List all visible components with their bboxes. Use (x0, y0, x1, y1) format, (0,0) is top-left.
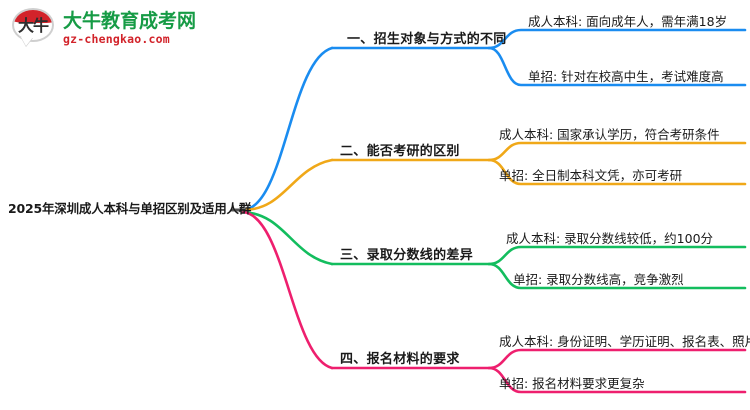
connector-root-branch-4 (241, 210, 334, 370)
leaf-node-3-1[interactable]: 成人本科: 录取分数线较低，约100分 (506, 231, 714, 246)
logo-subtitle: gz-chengkao.com (63, 31, 170, 46)
leaf-node-4-2[interactable]: 单招: 报名材料要求更复杂 (499, 376, 645, 391)
leaf-node-2-1[interactable]: 成人本科: 国家承认学历，符合考研条件 (499, 127, 720, 142)
connector-branch-4-leaf-1 (487, 348, 747, 370)
leaf-node-2-2[interactable]: 单招: 全日制本科文凭，亦可考研 (499, 168, 683, 183)
branch-node-3[interactable]: 三、录取分数线的差异 (340, 248, 474, 263)
leaf-node-4-1[interactable]: 成人本科: 身份证明、学历证明、报名表、照片 (499, 334, 750, 349)
logo-mark-text: 大牛 (17, 16, 49, 35)
branch-node-1[interactable]: 一、招生对象与方式的不同 (347, 32, 507, 47)
site-logo[interactable]: 大牛 大牛教育成考网 gz-chengkao.com (12, 8, 196, 48)
connector-root-branch-3 (241, 210, 334, 266)
mindmap-root-node[interactable]: 2025年深圳成人本科与单招区别及适用人群 (8, 201, 252, 216)
leaf-node-1-2[interactable]: 单招: 针对在校高中生，考试难度高 (528, 69, 724, 84)
logo-title: 大牛教育成考网 (63, 9, 197, 32)
logo-bubble-icon: 大牛 (12, 8, 56, 48)
branch-node-4[interactable]: 四、报名材料的要求 (340, 352, 460, 367)
leaf-node-1-1[interactable]: 成人本科: 面向成年人，需年满18岁 (528, 14, 728, 29)
connector-branch-3-leaf-1 (487, 245, 747, 266)
branch-node-2[interactable]: 二、能否考研的区别 (340, 144, 460, 159)
connector-root-branch-1 (241, 46, 334, 212)
connector-branch-2-leaf-1 (487, 141, 747, 162)
leaf-node-3-2[interactable]: 单招: 录取分数线高，竞争激烈 (513, 272, 684, 287)
connector-branch-1-leaf-1 (487, 28, 747, 50)
connector-root-branch-2 (241, 158, 334, 212)
